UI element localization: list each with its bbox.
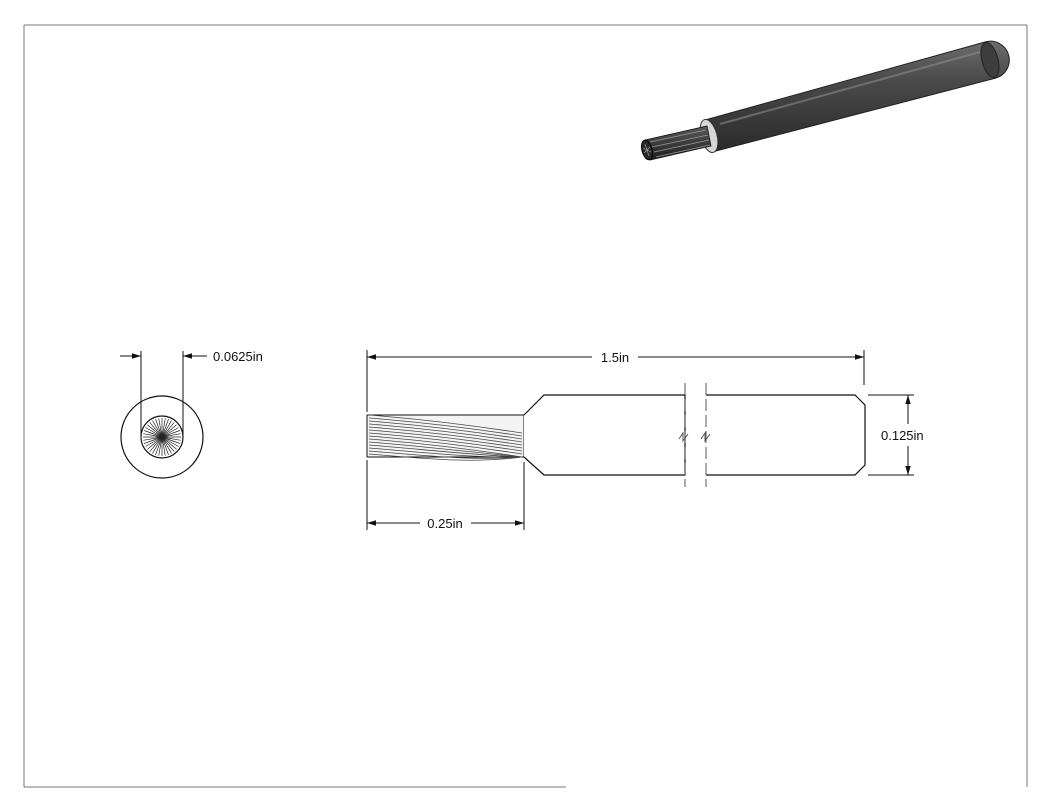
strand-ray: [161, 436, 180, 444]
strand-ray: [161, 418, 166, 438]
strand-ray: [161, 436, 181, 441]
strand-line: [368, 435, 523, 455]
strand-line: [368, 444, 523, 458]
strand-ray: [144, 430, 163, 438]
strand-line: [368, 447, 523, 458]
side-view: [366, 383, 866, 487]
strand-ray: [152, 436, 163, 454]
strand-ray: [145, 436, 163, 447]
strand-ray: [161, 427, 179, 438]
strand-ray: [161, 436, 169, 455]
overall-length-dimension: 1.5in: [366, 350, 865, 412]
strand-ray: [161, 436, 175, 452]
core-diameter-dim-label: 0.0625in: [213, 349, 263, 364]
isometric-wire-view: [641, 40, 1010, 161]
end-view: 0.0625in: [120, 349, 263, 479]
strand-ray: [161, 436, 177, 450]
strand-ray: [161, 424, 177, 438]
strand-ray: [147, 436, 163, 450]
strand-line: [368, 432, 523, 452]
strand-ray: [144, 436, 163, 444]
strand-ray: [155, 436, 163, 455]
strand-ray: [147, 424, 163, 438]
strand-ray: [155, 419, 163, 438]
strand-ray: [161, 433, 181, 438]
strand-ray: [161, 422, 175, 438]
overall-length-dim-label: 1.5in: [601, 350, 629, 365]
strand-ray: [145, 427, 163, 438]
strand-line: [368, 420, 523, 440]
strand-ray: [143, 436, 163, 441]
strand-line: [368, 414, 523, 434]
strand-ray: [149, 422, 163, 438]
strand-ray: [161, 436, 179, 447]
strand-line: [368, 438, 523, 458]
strand-ray: [158, 436, 163, 456]
strand-line: [368, 450, 523, 459]
strand-ray: [161, 419, 169, 438]
strand-line: [368, 426, 523, 446]
strand-ray: [161, 436, 172, 454]
strand-ray: [149, 436, 163, 452]
strand-line: [368, 441, 523, 458]
strand-ray: [161, 420, 172, 438]
strand-ray: [161, 430, 180, 438]
strand-line: [368, 423, 523, 443]
strand-line: [368, 453, 523, 461]
outer-diameter-dimension: 0.125in: [868, 394, 924, 476]
strip-length-dimension: 0.25in: [366, 460, 525, 531]
strand-line: [368, 429, 523, 449]
strip-length-dim-label: 0.25in: [427, 516, 462, 531]
sheet-border: [23, 24, 1028, 788]
strand-ray: [161, 436, 166, 456]
strand-ray: [143, 433, 163, 438]
strand-line: [368, 417, 523, 437]
outer-diameter-dim-label: 0.125in: [881, 428, 924, 443]
strand-ray: [158, 418, 163, 438]
strand-ray: [152, 420, 163, 438]
